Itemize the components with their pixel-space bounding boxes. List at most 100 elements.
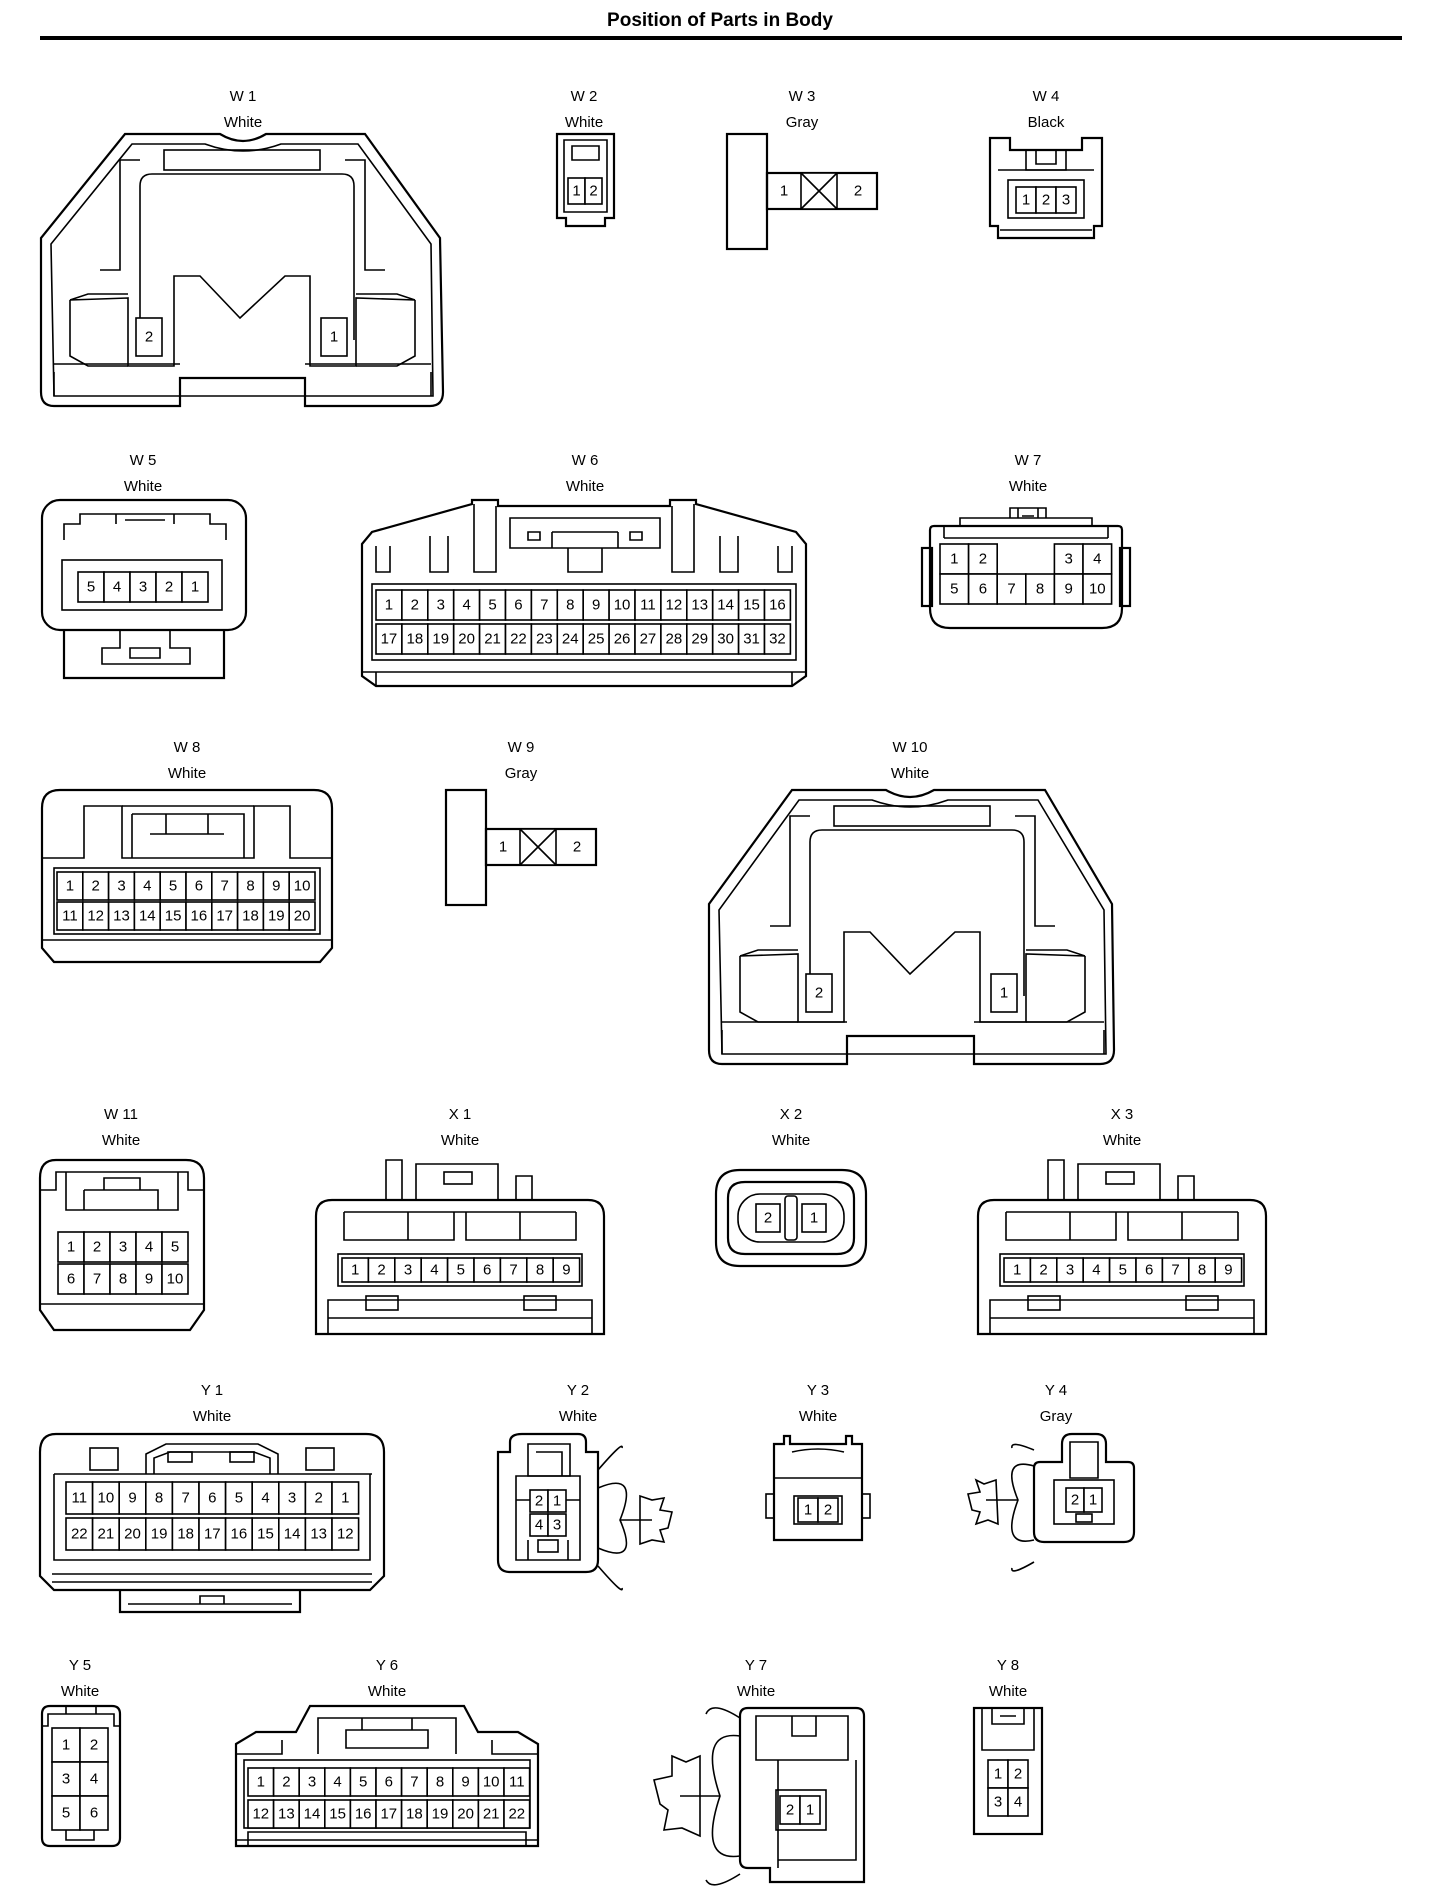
pin-label: 1 [1013,1262,1021,1279]
connector-code: X 2 [780,1106,803,1123]
pin-label: 18 [406,1806,423,1823]
pin-cell [57,1263,85,1295]
connector-color: White [989,1683,1027,1700]
pin-label: 2 [764,1210,772,1227]
pin-cell [452,589,481,621]
connector-code: Y 1 [201,1382,223,1399]
pin-label: 19 [432,1806,449,1823]
pin-cell [939,543,970,575]
connector-color: White [441,1132,479,1149]
pin-label: 2 [145,329,153,346]
pin-cell [685,589,714,621]
pin-cell [277,1481,307,1515]
pin-cell [1082,573,1113,605]
pin-cell [451,1799,480,1829]
pin-cell [400,1799,429,1829]
connector-x2: X 2 White 2 1 [714,1106,868,1268]
connector-color: White [565,114,603,131]
pin-cell [159,901,187,931]
pin-label: 2 [1039,1262,1047,1279]
connector-code: W 2 [571,88,598,105]
pin-cell [477,1767,505,1797]
pin-label: 5 [950,581,958,598]
pin-cell [331,1481,360,1515]
pin-label: 7 [221,878,229,895]
pin-cell [1025,573,1056,605]
connector-code: W 10 [892,739,927,756]
connector-color: White [891,765,929,782]
pin-cell [996,573,1027,605]
pin-cell [473,1257,502,1283]
connector-color: Gray [1040,1408,1073,1425]
pin-label: 1 [385,597,393,614]
pin-label: 1 [330,329,338,346]
pin-label: 6 [90,1805,98,1822]
pin-cell [288,901,316,931]
connector-y3: Y 3 White 1 2 [765,1382,871,1542]
pin-label: 6 [514,597,522,614]
pin-label: 5 [457,1262,465,1279]
pin-cell [763,623,792,655]
pin-label: 4 [462,597,470,614]
pin-label: 10 [98,1490,115,1507]
pin-label: 4 [1093,551,1101,568]
pin-label: 18 [407,631,424,648]
pin-label: 31 [743,631,760,648]
connector-color: White [224,114,262,131]
pin-label: 17 [381,631,398,648]
pin-cell [198,1481,227,1515]
pin-label: 11 [62,908,78,925]
pin-label: 12 [337,1526,354,1543]
connector-code: W 1 [230,88,257,105]
pin-label: 18 [177,1526,194,1543]
pin-cell [426,623,455,655]
pin-label: 3 [62,1771,70,1788]
pin-label: 7 [540,597,548,614]
connector-w9: W 9 Gray 1 2 [444,739,598,907]
pin-label: 3 [553,1517,561,1534]
pin-cell [393,1257,422,1283]
pin-cell [711,589,740,621]
pin-label: 5 [1119,1262,1127,1279]
pin-cell [375,1799,403,1829]
pin-label: 3 [404,1262,412,1279]
pin-label: 17 [380,1806,397,1823]
pin-label: 32 [769,631,786,648]
pin-cell [118,1481,147,1515]
pin-label: 13 [113,908,130,925]
pin-cell [401,623,429,655]
pin-label: 4 [333,1774,341,1791]
pin-label: 21 [98,1526,115,1543]
connector-code: Y 8 [997,1657,1019,1674]
pin-label: 1 [810,1210,818,1227]
pin-label: 14 [304,1806,321,1823]
pin-label: 1 [994,1766,1002,1783]
connector-color: White [566,478,604,495]
pin-cell [236,901,265,931]
pin-label: 10 [614,597,631,614]
pin-cell [634,623,662,655]
pin-label: 20 [457,1806,474,1823]
pin-cell [107,871,136,901]
pin-cell [236,871,265,901]
connector-code: W 6 [572,452,599,469]
pin-cell [1056,1257,1085,1283]
connector-code: Y 3 [807,1382,829,1399]
pin-label: 14 [139,908,156,925]
pin-label: 10 [483,1774,500,1791]
pin-cell [298,1767,326,1797]
pin-label: 8 [1198,1262,1206,1279]
pin-label: 2 [411,597,419,614]
pin-label: 6 [385,1774,393,1791]
pin-label: 29 [691,631,708,648]
connector-color: Black [1028,114,1065,131]
pin-label: 2 [979,551,987,568]
pin-label: 9 [562,1262,570,1279]
pin-cell [608,623,636,655]
pin-cell [161,1263,189,1295]
pin-label: 6 [195,878,203,895]
